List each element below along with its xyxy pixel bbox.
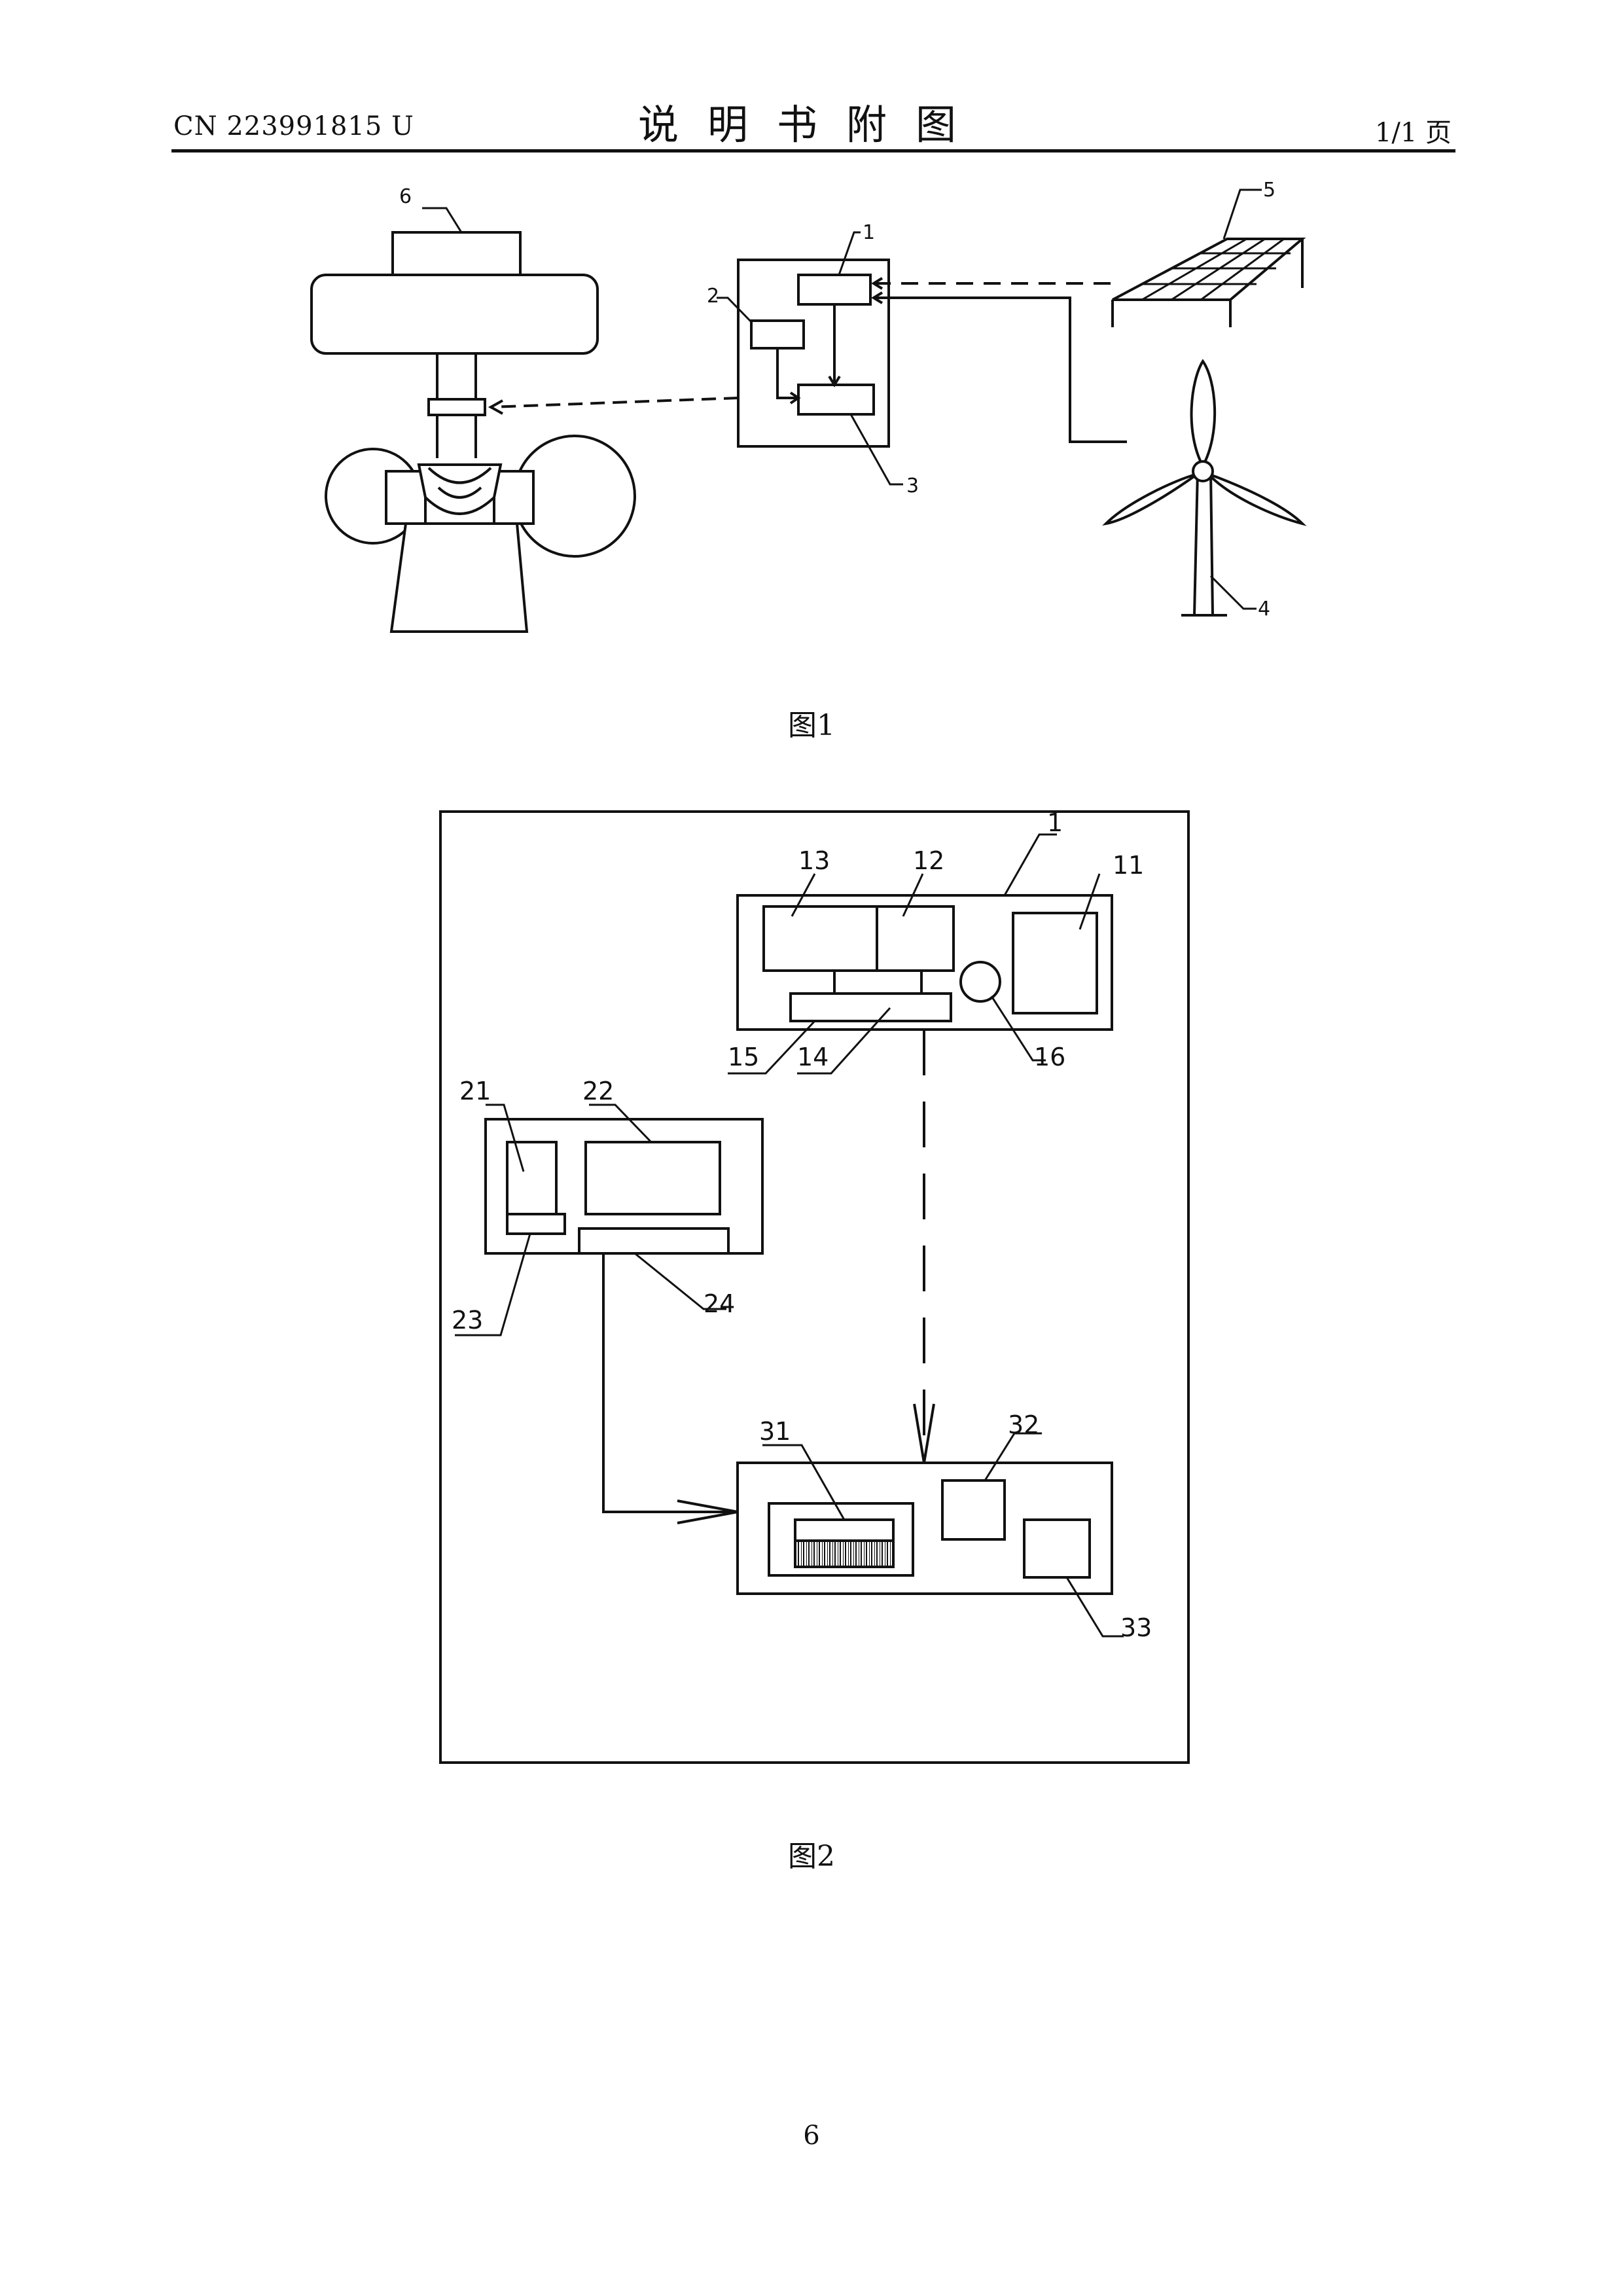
wind-link [874, 298, 1127, 442]
fig2-label-23: 23 [452, 1306, 483, 1335]
component-21 [507, 1142, 556, 1214]
leader-1 [839, 232, 861, 275]
component-13 [764, 906, 877, 971]
figure-1-caption: 图1 [0, 702, 1623, 744]
controller-outline [738, 260, 889, 446]
leader-2 [717, 298, 751, 322]
fig1-label-2: 2 [707, 285, 719, 308]
leader-33 [1067, 1577, 1124, 1636]
control-signal-arrow [491, 401, 503, 414]
wind-turbine [1106, 361, 1302, 615]
shaft-coupling [429, 399, 485, 415]
leader-31 [762, 1445, 844, 1520]
component-12 [877, 906, 954, 971]
component-23 [507, 1214, 565, 1234]
runner-body [419, 465, 501, 514]
unit-1-outline [738, 895, 1112, 1030]
unit-2 [486, 1119, 762, 1253]
control-signal-line [491, 398, 738, 407]
leader-1b [1005, 834, 1057, 895]
solar-panel-grid [1142, 239, 1291, 300]
component-33 [1024, 1520, 1090, 1577]
component-32 [942, 1480, 1005, 1539]
fig1-label-1: 1 [863, 221, 875, 244]
unit-3 [738, 1463, 1112, 1594]
wind-tower [1194, 471, 1213, 615]
module-3 [798, 385, 874, 414]
module-2 [751, 321, 804, 348]
link-2-3 [777, 348, 798, 398]
component-14-neck [834, 971, 921, 994]
component-31-bar [795, 1520, 893, 1541]
draft-tube [391, 524, 527, 632]
fig2-label-24: 24 [704, 1289, 735, 1318]
fig2-label-11: 11 [1113, 851, 1144, 880]
fig2-label-13: 13 [798, 846, 830, 875]
generator-top-block [393, 232, 520, 275]
component-16 [961, 962, 1000, 1001]
fig1-label-6: 6 [399, 185, 412, 208]
controller-box [738, 260, 889, 446]
figure-2: 13 12 1 11 15 14 16 21 22 23 24 31 32 33 [440, 808, 1188, 1763]
fig1-label-4: 4 [1258, 598, 1270, 620]
inlet-right [494, 471, 533, 524]
leader-21 [486, 1105, 524, 1172]
fig2-label-33: 33 [1120, 1613, 1152, 1642]
leader-22 [589, 1105, 651, 1142]
generator-housing [312, 275, 597, 353]
fig2-outer-frame [440, 812, 1188, 1763]
fig2-label-32: 32 [1008, 1410, 1039, 1439]
page-number: 6 [0, 2121, 1623, 2151]
leader-5 [1224, 190, 1262, 239]
blade-left [1106, 474, 1198, 524]
figure-1: 6 5 1 2 3 4 [312, 179, 1302, 632]
fig1-label-3: 3 [906, 475, 919, 497]
inlet-left [386, 471, 425, 524]
component-24 [579, 1229, 728, 1253]
component-31-hatch [795, 1541, 893, 1567]
component-11 [1013, 913, 1097, 1013]
fig2-label-1: 1 [1047, 808, 1063, 837]
unit-1 [738, 895, 1112, 1030]
wind-hub [1193, 461, 1213, 481]
component-15 [791, 994, 951, 1021]
module-1 [798, 275, 870, 304]
fig2-label-16: 16 [1034, 1043, 1065, 1071]
fig2-label-14: 14 [797, 1043, 829, 1071]
figure-2-caption: 图2 [0, 1833, 1623, 1874]
fig2-label-21: 21 [459, 1077, 491, 1105]
blade-up [1192, 361, 1215, 466]
fig2-label-12: 12 [913, 846, 944, 875]
solar-panel [1113, 239, 1302, 327]
fig2-label-15: 15 [728, 1043, 759, 1071]
fig2-label-22: 22 [582, 1077, 614, 1105]
fig2-label-31: 31 [759, 1417, 791, 1446]
blade-right [1208, 474, 1302, 524]
leader-6 [422, 208, 461, 232]
leader-32 [985, 1433, 1042, 1480]
component-22 [586, 1142, 720, 1214]
leader-4 [1211, 576, 1257, 609]
fig1-label-5: 5 [1263, 179, 1275, 202]
leader-3 [851, 414, 903, 484]
turbine-assembly [312, 232, 635, 632]
